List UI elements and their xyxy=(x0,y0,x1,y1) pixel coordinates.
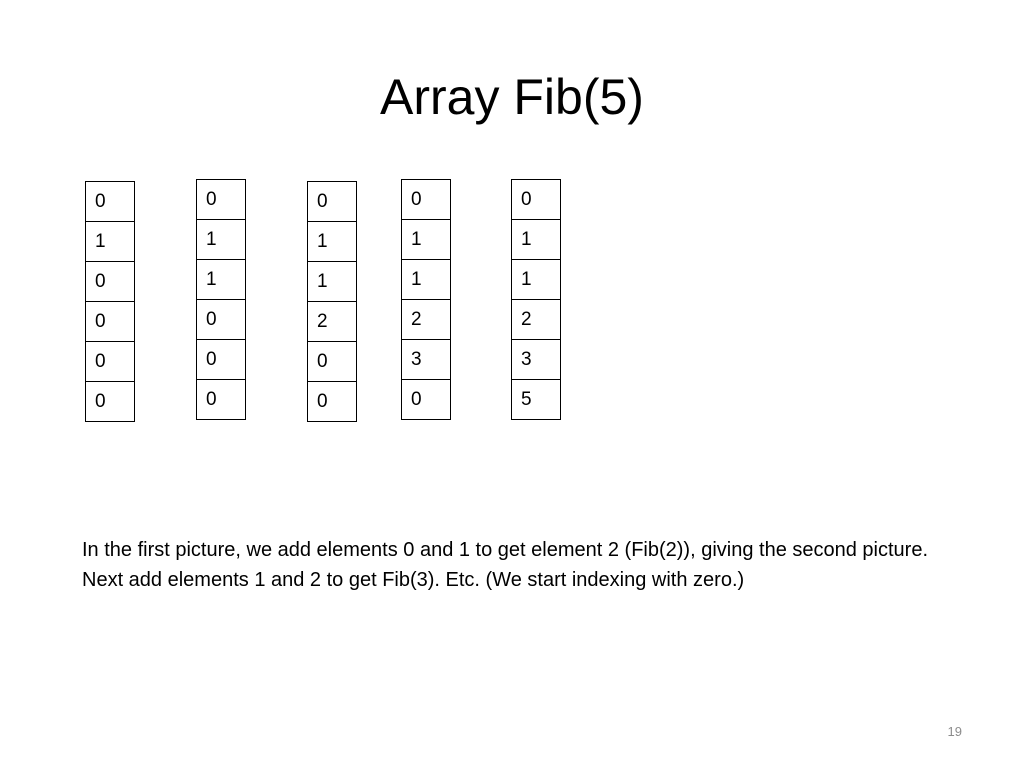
array-snapshot-4: 0 1 1 2 3 0 xyxy=(401,179,451,420)
array-snapshot-1: 0 1 0 0 0 0 xyxy=(85,181,135,422)
array-cell: 2 xyxy=(511,299,561,340)
array-cell: 1 xyxy=(85,221,135,262)
array-cell: 0 xyxy=(196,379,246,420)
array-cell: 0 xyxy=(196,339,246,380)
array-cell: 2 xyxy=(307,301,357,342)
array-cell: 0 xyxy=(85,181,135,222)
array-snapshot-5: 0 1 1 2 3 5 xyxy=(511,179,561,420)
array-cell: 0 xyxy=(307,341,357,382)
array-cell: 3 xyxy=(401,339,451,380)
array-cell: 1 xyxy=(401,259,451,300)
array-cell: 0 xyxy=(85,341,135,382)
array-cell: 0 xyxy=(307,181,357,222)
array-cell: 5 xyxy=(511,379,561,420)
array-cell: 1 xyxy=(511,259,561,300)
array-cell: 1 xyxy=(196,219,246,260)
array-cell: 0 xyxy=(196,179,246,220)
array-cell: 1 xyxy=(401,219,451,260)
array-cell: 1 xyxy=(307,221,357,262)
array-cell: 0 xyxy=(401,179,451,220)
page-number: 19 xyxy=(947,724,962,739)
caption-text: In the first picture, we add elements 0 … xyxy=(82,539,929,591)
array-cell: 0 xyxy=(307,381,357,422)
array-cell: 1 xyxy=(511,219,561,260)
array-cell: 0 xyxy=(401,379,451,420)
array-snapshot-2: 0 1 1 0 0 0 xyxy=(196,179,246,420)
array-cell: 0 xyxy=(196,299,246,340)
slide-title: Array Fib(5) xyxy=(380,69,644,125)
array-cell: 3 xyxy=(511,339,561,380)
arrays-diagram: 0 1 0 0 0 0 0 1 1 0 0 0 0 1 1 xyxy=(85,179,561,422)
array-cell: 0 xyxy=(85,301,135,342)
array-cell: 1 xyxy=(196,259,246,300)
array-cell: 2 xyxy=(401,299,451,340)
array-cell: 0 xyxy=(85,261,135,302)
array-cell: 1 xyxy=(307,261,357,302)
array-cell: 0 xyxy=(85,381,135,422)
array-snapshot-3: 0 1 1 2 0 0 xyxy=(307,181,357,422)
array-cell: 0 xyxy=(511,179,561,220)
